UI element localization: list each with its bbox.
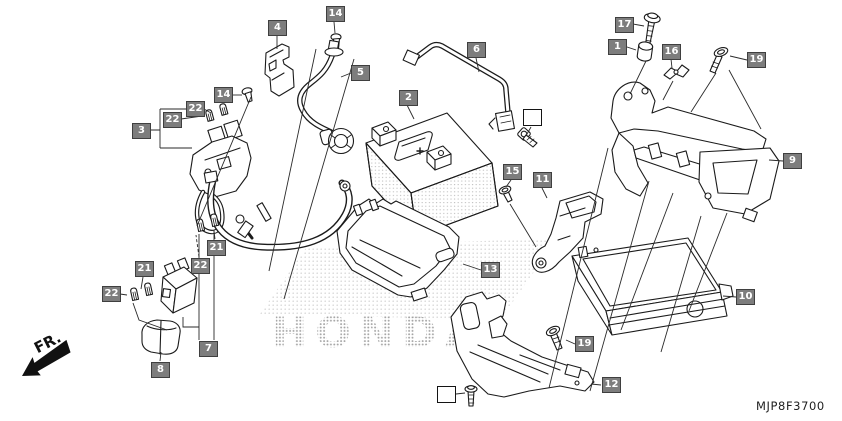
bracket-part-4	[264, 43, 295, 97]
clip-part-16	[663, 64, 690, 80]
arrow-shape	[22, 339, 71, 376]
tube-part-6	[402, 41, 515, 132]
part-label-19-top[interactable]: 19	[747, 52, 766, 68]
battery-terminal-positive	[426, 145, 452, 171]
clip-pair-left	[130, 282, 154, 302]
part-label-7[interactable]: 7	[199, 341, 218, 357]
leader-lines	[119, 21, 784, 395]
battery-part-2	[365, 112, 499, 237]
plate-part-12	[450, 291, 595, 398]
battery-terminal-negative	[371, 121, 397, 147]
bolt-under-blank-box	[517, 127, 538, 148]
clip-pair-upper	[205, 103, 229, 122]
blank-label-top	[523, 109, 542, 126]
screw-part-14-left	[241, 87, 253, 103]
screw-part-15	[498, 185, 513, 203]
part-label-3[interactable]: 3	[132, 123, 151, 139]
blank-label-bottom	[437, 386, 456, 403]
part-label-13[interactable]: 13	[481, 262, 500, 278]
part-label-4[interactable]: 4	[268, 20, 287, 36]
part-label-22-b[interactable]: 22	[163, 112, 182, 128]
part-label-6[interactable]: 6	[467, 42, 486, 58]
part-label-22-c[interactable]: 22	[191, 258, 210, 274]
part-label-15[interactable]: 15	[503, 164, 522, 180]
part-label-11[interactable]: 11	[533, 172, 552, 188]
part-label-21-right[interactable]: 21	[207, 240, 226, 256]
part-label-16[interactable]: 16	[662, 44, 681, 60]
part-label-21-left[interactable]: 21	[135, 261, 154, 277]
part-label-17[interactable]: 17	[615, 17, 634, 33]
box-part-10	[571, 237, 734, 336]
part-label-2[interactable]: 2	[399, 90, 418, 106]
part-label-22-a[interactable]: 22	[186, 101, 205, 117]
part-label-22-d[interactable]: 22	[102, 286, 121, 302]
hose-part-5	[296, 39, 355, 155]
bolt-part-17	[643, 12, 661, 47]
part-label-8[interactable]: 8	[151, 362, 170, 378]
part-label-5[interactable]: 5	[351, 65, 370, 81]
diagram-code: MJP8F3700	[756, 399, 825, 413]
part-label-12[interactable]: 12	[602, 377, 621, 393]
watermark-text: HONDA	[272, 308, 485, 357]
hose-grommet	[319, 127, 355, 155]
collar-part-1	[636, 41, 654, 62]
bracket-assembly-part-9	[610, 81, 780, 223]
fuse-box-part-7	[160, 257, 198, 314]
part-label-9[interactable]: 9	[783, 153, 802, 169]
cover-part-8	[141, 319, 181, 355]
fr-direction-arrow: FR.	[22, 328, 71, 376]
bracket-part-11	[531, 191, 604, 273]
part-label-19-bottom[interactable]: 19	[575, 336, 594, 352]
screw-near-blank-box-bottom	[464, 385, 478, 407]
part-label-10[interactable]: 10	[736, 289, 755, 305]
tray-part-13	[336, 198, 460, 302]
part-label-14-top[interactable]: 14	[326, 6, 345, 22]
part-label-1[interactable]: 1	[608, 39, 627, 55]
screw-part-19-top	[709, 46, 729, 74]
plus-mark	[416, 147, 424, 155]
part-label-14-left[interactable]: 14	[214, 87, 233, 103]
